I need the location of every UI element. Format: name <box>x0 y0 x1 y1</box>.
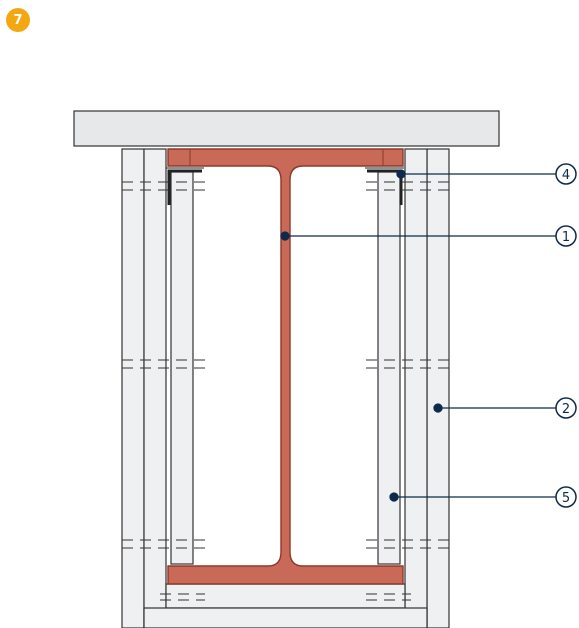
callout-4: 4 <box>555 163 577 185</box>
outer-fire-board-left <box>121 148 145 628</box>
svg-text:5: 5 <box>562 491 570 506</box>
svg-text:1: 1 <box>562 230 570 245</box>
leader-dot-5 <box>389 492 399 502</box>
soffit-board-lower <box>143 607 428 628</box>
steel-i-beam <box>167 148 404 585</box>
leader-dot-4 <box>396 169 406 179</box>
corner-angle-left <box>167 169 202 205</box>
callout-5: 5 <box>555 486 577 508</box>
svg-text:4: 4 <box>562 168 570 183</box>
leader-lines <box>280 169 556 502</box>
callout-2: 2 <box>555 397 577 419</box>
soffit-board-upper <box>165 583 406 609</box>
svg-text:2: 2 <box>562 402 570 417</box>
concrete-slab <box>73 110 500 147</box>
step-number-badge: 7 <box>6 8 30 32</box>
callout-1: 1 <box>555 225 577 247</box>
leader-dot-1 <box>280 231 290 241</box>
inner-board-right <box>404 148 428 628</box>
inner-board-left <box>143 148 167 628</box>
outer-fire-board-right <box>426 148 450 628</box>
fixing-lines <box>122 181 449 601</box>
leader-dot-2 <box>433 403 443 413</box>
